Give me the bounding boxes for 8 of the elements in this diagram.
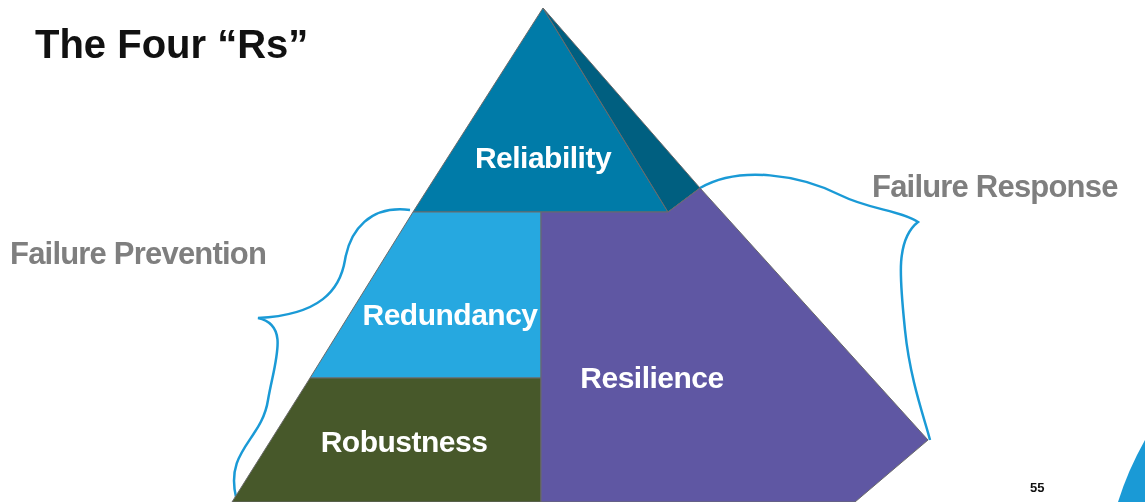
segment-label: Resilience	[580, 361, 724, 395]
brace-label: Failure Response	[872, 169, 1118, 205]
page-number: 55	[1030, 480, 1045, 495]
segment-label: Redundancy	[362, 298, 538, 332]
segment-label: Robustness	[320, 425, 488, 459]
segment-label: Reliability	[474, 141, 612, 175]
title: The Four “Rs”	[35, 22, 309, 67]
brace-label: Failure Prevention	[10, 236, 267, 272]
